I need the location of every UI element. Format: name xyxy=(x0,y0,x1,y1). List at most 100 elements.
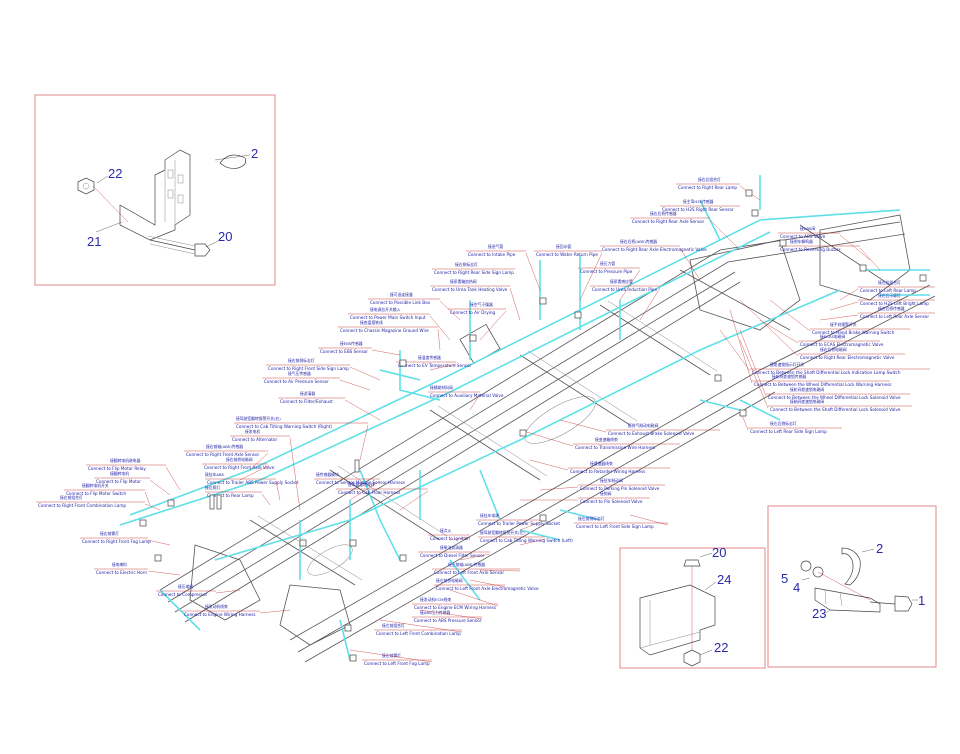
svg-text:Connect to Air Pressure Sensor: Connect to Air Pressure Sensor xyxy=(264,379,329,384)
svg-text:Connect to Trailer ABS Power S: Connect to Trailer ABS Power Supply Sock… xyxy=(207,480,299,485)
svg-text:接挂车ABS: 接挂车ABS xyxy=(205,472,225,477)
callout-urea-induction: 接尿素感应管 Connect to Urea Induction Pipe xyxy=(590,279,660,292)
callout-left-front-axle: 接左前轴(ABS)传感器 Connect to Left Front Axle … xyxy=(432,562,520,575)
svg-text:Connect to Right Rear Side Sig: Connect to Right Rear Side Sign Lamp xyxy=(434,270,514,275)
callout-exhaust-brake: 接排气制动电磁阀 Connect to Exhaust Brake Soleno… xyxy=(606,423,720,436)
chassis-frame xyxy=(159,214,936,663)
detail-box-bottom-right xyxy=(767,505,937,668)
svg-text:接ABS压力传感器: 接ABS压力传感器 xyxy=(420,610,451,615)
svg-text:接回水管: 接回水管 xyxy=(556,244,571,249)
svg-text:Connect to ABS Pressure Sensor: Connect to ABS Pressure Sensor xyxy=(414,618,482,623)
svg-text:Connect to Right Front Axle Va: Connect to Right Front Axle Valve xyxy=(204,465,275,470)
callout-trailer-abs: 接挂车ABS Connect to Trailer ABS Power Supp… xyxy=(205,472,299,485)
callout-power-switch: 接电源总开关输入 Connect to Power Main Switch In… xyxy=(348,307,430,320)
svg-text:接左前组合灯: 接左前组合灯 xyxy=(382,623,405,628)
bolt-part-20 xyxy=(683,559,701,567)
svg-text:接驾驶室翻转报警开关(左): 接驾驶室翻转报警开关(左) xyxy=(480,530,525,535)
svg-text:接右前轴(ABS)传感器: 接右前轴(ABS)传感器 xyxy=(206,444,243,449)
callout-alternator: 接发电机 Connect to Alternator xyxy=(230,429,290,442)
callout-leaders xyxy=(144,185,881,663)
svg-text:接EBS传感器: 接EBS传感器 xyxy=(340,341,363,346)
svg-text:Connect to Trailer Power Suppl: Connect to Trailer Power Supply Socket xyxy=(478,521,560,526)
svg-text:接点火: 接点火 xyxy=(440,528,452,533)
callout-retarder: 接缓速器线束 Connect to Retarder Wiring Harnes… xyxy=(568,461,670,474)
svg-text:接进气管: 接进气管 xyxy=(488,244,503,249)
svg-text:Connect to Retarder Wiring Har: Connect to Retarder Wiring Harness xyxy=(570,469,645,474)
callout-shaft-diff-solenoid: 接轴间差速锁电磁阀 Connect to Between the Shaft D… xyxy=(768,399,912,412)
callout-auxiliary-material: 接辅助材料阀 Connect to Auxiliary Material Val… xyxy=(428,385,504,398)
svg-text:Connect to Between the Wheel D: Connect to Between the Wheel Differentia… xyxy=(754,382,891,387)
svg-text:Connect to Left Rear Axle Sens: Connect to Left Rear Axle Sensor xyxy=(860,314,929,319)
callout-water-return: 接回水管 Connect to Water Return Pipe xyxy=(534,244,602,257)
callout-right-front-fog: 接右前雾灯 Connect to Right Front Fog Lamp xyxy=(80,531,151,544)
svg-text:接右后桥电磁阀: 接右后桥电磁阀 xyxy=(820,347,847,352)
washer-part-5 xyxy=(800,560,812,572)
callout-cab-floor: 接驾驶室地板线 Connect to Cab Floor Harness xyxy=(336,482,428,495)
callout-engine-wiring: 接发动机线束 Connect to Engine Wiring Harness xyxy=(182,604,260,617)
part-number-22-b: 22 xyxy=(714,640,728,655)
svg-text:Connect to ABS Valve: Connect to ABS Valve xyxy=(780,234,826,239)
svg-text:接差速锁指示灯开关: 接差速锁指示灯开关 xyxy=(770,362,804,367)
svg-text:Connect to Urea Induction Pipe: Connect to Urea Induction Pipe xyxy=(592,287,657,292)
bolt-part-1 xyxy=(894,595,913,612)
part-number-2: 2 xyxy=(251,146,258,161)
svg-text:接发电机: 接发电机 xyxy=(245,429,260,434)
svg-text:接左后侧标志灯: 接左后侧标志灯 xyxy=(770,421,797,426)
callout-cab-tilting-right: 接驾驶室翻转报警开关(右) Connect to Cab Tilting War… xyxy=(234,416,368,429)
svg-text:接传感器模块: 接传感器模块 xyxy=(316,472,339,477)
svg-text:Connect to Left Front Axle Ele: Connect to Left Front Axle Electromagnet… xyxy=(436,586,539,591)
callout-h2s-right-sensor: 接主驾H2S传感器 Connect to H2S Right Rear Sens… xyxy=(660,199,740,212)
svg-text:Connect to Right Front Axle Se: Connect to Right Front Axle Sensor xyxy=(186,452,260,457)
svg-text:Connect to Intake Pipe: Connect to Intake Pipe xyxy=(468,252,516,257)
callout-left-rear-lamp: 接左后组合灯 Connect to Left Rear Lamp xyxy=(858,280,935,293)
svg-text:接驻车制动阀: 接驻车制动阀 xyxy=(600,478,623,483)
callout-left-rear-side: 接左后侧标志灯 Connect to Left Rear Side Sign L… xyxy=(748,421,842,434)
svg-text:接后照灯: 接后照灯 xyxy=(205,485,220,490)
callout-filter: 接滤清器 Connect to Filter/Exhaust xyxy=(278,391,345,404)
svg-text:接翻转电机开关: 接翻转电机开关 xyxy=(82,483,109,488)
callout-transmission: 接变速箱线束 Connect to Transmission Wire Harn… xyxy=(573,437,680,450)
callout-wheel-diff-solenoid: 接轮间差速锁电磁阀 Connect to Between the Wheel D… xyxy=(766,387,910,400)
svg-text:接右侧标志灯: 接右侧标志灯 xyxy=(455,262,478,267)
svg-text:Connect to Electric Horn: Connect to Electric Horn xyxy=(96,570,147,575)
callout-right-front-side: 接右前侧标志灯 Connect to Right Front Side Sign… xyxy=(266,358,350,371)
svg-text:接空气干燥器: 接空气干燥器 xyxy=(470,302,493,307)
svg-text:接滤清器: 接滤清器 xyxy=(300,391,315,396)
svg-text:接发动机线束: 接发动机线束 xyxy=(205,604,228,609)
bolt-part-20 xyxy=(149,239,196,251)
bracket-assembly-top-left xyxy=(77,149,251,257)
svg-text:接尿素感应管: 接尿素感应管 xyxy=(610,279,633,284)
svg-text:接手刹报警开关: 接手刹报警开关 xyxy=(830,322,857,327)
svg-text:Connect to Urea Tank Heating V: Connect to Urea Tank Heating Valve xyxy=(432,287,508,292)
svg-text:Connect to Left Rear Lamp: Connect to Left Rear Lamp xyxy=(860,288,916,293)
svg-text:Connect to Compressor: Connect to Compressor xyxy=(158,592,208,597)
svg-text:接排气制动电磁阀: 接排气制动电磁阀 xyxy=(628,423,659,428)
callout-cab-tilting-left: 接驾驶室翻转报警开关(左) Connect to Cab Tilting War… xyxy=(478,530,573,543)
svg-text:Connect to Chassis Magazine Gr: Connect to Chassis Magazine Ground Wire xyxy=(340,328,429,333)
svg-text:接轮间差速锁电磁阀: 接轮间差速锁电磁阀 xyxy=(790,387,824,392)
svg-text:Connect to Filter/Exhaust: Connect to Filter/Exhaust xyxy=(280,399,333,404)
svg-text:Connect to Engine ECM Wiring H: Connect to Engine ECM Wiring Harness xyxy=(414,605,496,610)
svg-text:Connect to Right Front Combina: Connect to Right Front Combination Lamp xyxy=(38,503,126,508)
callout-parking-valve: 接驻车制动阀 Connect to Parking Pin Solenoid V… xyxy=(578,478,665,491)
callout-trailer-power: 接挂车电源 Connect to Trailer Power Supply So… xyxy=(476,513,560,526)
part-number-21: 21 xyxy=(87,234,101,249)
callout-right-side-sign: 接右侧标志灯 Connect to Right Rear Side Sign L… xyxy=(432,262,515,275)
callout-pressure-pipe: 接压力管 Connect to Pressure Pipe xyxy=(578,261,640,274)
svg-text:Connect to Water Return Pipe: Connect to Water Return Pipe xyxy=(536,252,598,257)
svg-text:Connect to Possible Link Box: Connect to Possible Link Box xyxy=(370,300,431,305)
svg-text:接变速箱线束: 接变速箱线束 xyxy=(595,437,618,442)
svg-text:Connect to Cab Tilting Warning: Connect to Cab Tilting Warning Switch (R… xyxy=(236,424,332,429)
svg-text:接右前组合灯: 接右前组合灯 xyxy=(60,495,83,500)
svg-text:Connect to Cab Floor Harness: Connect to Cab Floor Harness xyxy=(338,490,400,495)
svg-text:Connect to Transmission Wire H: Connect to Transmission Wire Harness xyxy=(575,445,655,450)
callout-ignition: 接点火 Connect to Ignition xyxy=(428,528,470,541)
callout-urea-tank: 接尿素箱加热阀 Connect to Urea Tank Heating Val… xyxy=(430,279,510,292)
callout-left-front-side: 接左前侧标志灯 Connect to Left Front Side Sign … xyxy=(574,516,668,529)
callout-left-front-valve: 接左前桥电磁阀 Connect to Left Front Axle Elect… xyxy=(434,578,539,591)
callout-rear-lamp: 接后照灯 Connect to Rear Lamp xyxy=(205,485,262,498)
svg-text:接左后示廓灯: 接左后示廓灯 xyxy=(878,293,901,298)
svg-text:Connect to Left Front Side Sig: Connect to Left Front Side Sign Lamp xyxy=(576,524,654,529)
callout-pin-valve: 接销阀 Connect to Pin Solenoid Valve xyxy=(578,491,650,504)
